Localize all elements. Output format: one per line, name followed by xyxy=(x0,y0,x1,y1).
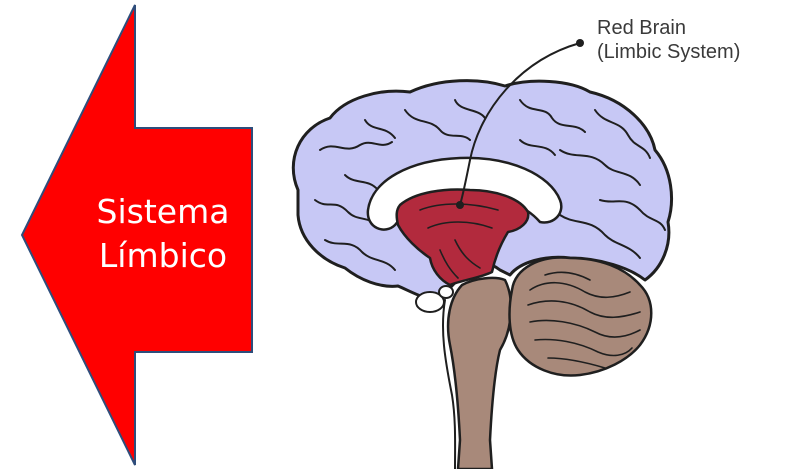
arrow-label-line2: Límbico xyxy=(88,234,238,278)
arrow-label: Sistema Límbico xyxy=(88,190,238,278)
arrow-label-line1: Sistema xyxy=(88,190,238,234)
optic-structure xyxy=(439,286,453,298)
callout-line2: (Limbic System) xyxy=(597,40,740,64)
callout-line1: Red Brain xyxy=(597,16,740,40)
callout-label: Red Brain (Limbic System) xyxy=(597,16,740,64)
callout-leader-dot-start xyxy=(456,201,464,209)
brain-illustration xyxy=(293,81,671,469)
callout-leader-dot-end xyxy=(576,39,584,47)
brainstem xyxy=(448,278,511,469)
